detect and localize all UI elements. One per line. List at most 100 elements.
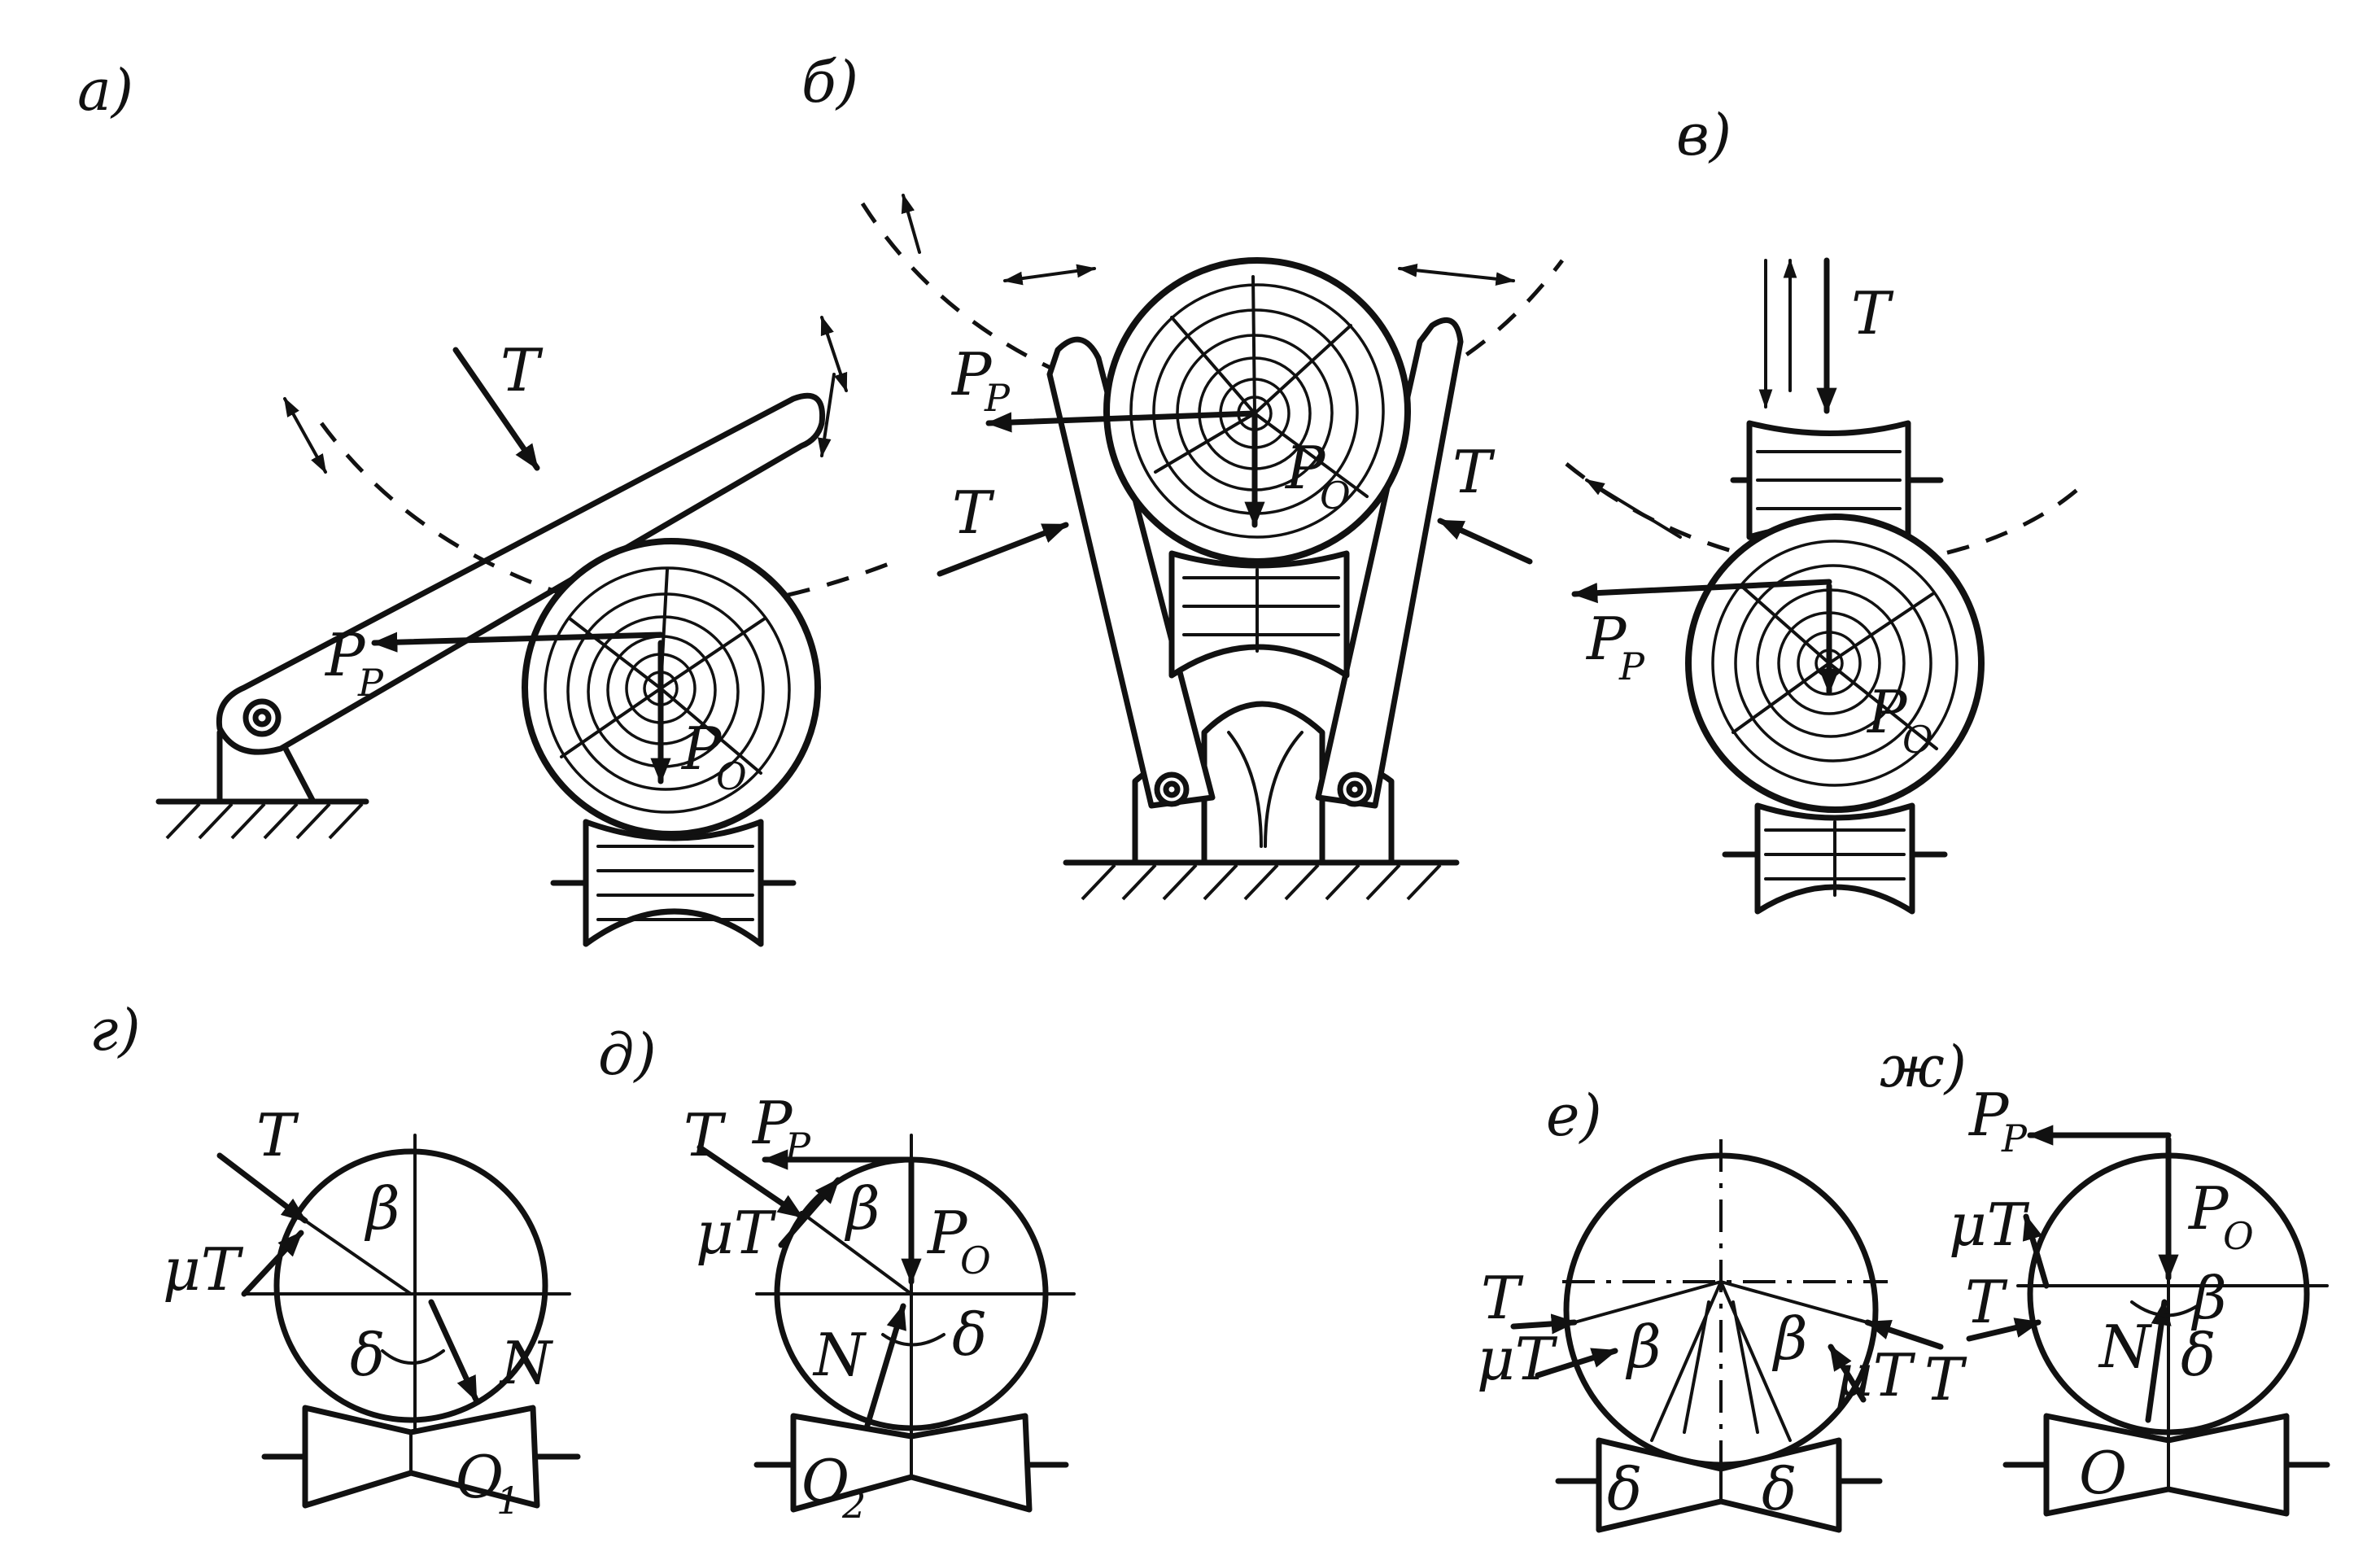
force-Pp-arrow-v [1571, 579, 1832, 604]
ground-hatch-b [1063, 859, 1460, 901]
motion-arrow-left-a [283, 396, 327, 474]
roller-a [550, 819, 797, 947]
panel-a-lever-clamp: а) [77, 57, 896, 947]
force-N-arrow-d [863, 1303, 906, 1431]
label-P0-b: P [1284, 434, 1326, 502]
label-muT-right-e: μT [1835, 1341, 1916, 1409]
panel-label-g: г) [90, 997, 141, 1064]
label-P0-a: P [680, 714, 723, 783]
label-N-d: N [812, 1321, 867, 1389]
force-N-arrow-zh [2145, 1299, 2172, 1423]
log-circle-g [273, 1148, 548, 1423]
label-T-g: T [256, 1101, 299, 1169]
panel-zh-force-scheme: ж) P P P O T μT N β δ O [1880, 1033, 2330, 1517]
label-O1-g: O [456, 1443, 504, 1511]
label-beta-left-e: β [1625, 1313, 1662, 1381]
label-muT-zh: μT [1949, 1191, 2030, 1259]
label-P0-zh: P [2187, 1174, 2229, 1243]
force-T-arrow-left-e [1510, 1313, 1578, 1335]
panel-label-e: е) [1546, 1082, 1602, 1149]
label-Pp-b: P [950, 340, 993, 409]
label-delta-right-e: δ [1762, 1455, 1797, 1523]
label-muT-d: μT [696, 1199, 777, 1267]
label-Pp-v: P [1585, 605, 1627, 673]
force-T-arrow-right-b [1437, 518, 1533, 565]
svg-text:2: 2 [841, 1483, 866, 1527]
force-T-arrow-right-e [1864, 1319, 1944, 1350]
label-beta-g: β [364, 1174, 400, 1243]
force-N-arrow-g [428, 1299, 479, 1403]
force-muT-arrow-left-e [1535, 1348, 1618, 1379]
panel-e-force-scheme: е) T T μT μT β β δ δ [1477, 1082, 1967, 1533]
force-muT-arrow-right-e [1828, 1344, 1867, 1403]
log-a [522, 538, 821, 837]
force-Pp-arrow-b [985, 410, 1258, 433]
label-O2-d: O [801, 1447, 849, 1515]
svg-text:O: O [960, 1239, 991, 1283]
force-T-arrow-left-b [937, 522, 1069, 577]
force-muT-arrow-g [241, 1230, 304, 1297]
swing-arc-b [860, 202, 1564, 426]
label-P0-v: P [1866, 678, 1908, 746]
label-N-zh: N [2098, 1313, 2153, 1381]
log-v [1685, 513, 1985, 813]
motion-arrow-left-b [1002, 264, 1097, 286]
svg-text:O: O [716, 754, 747, 798]
label-beta-d: β [844, 1174, 880, 1243]
svg-text:O: O [1320, 474, 1351, 518]
motion-arrow-right-b [1397, 263, 1516, 286]
svg-text:P: P [2001, 1116, 2028, 1160]
panel-v-top-clamp: в) T [1565, 102, 2081, 915]
force-Pp-arrow-a [371, 631, 664, 653]
ground-hatch-a [155, 798, 369, 840]
label-delta-d: δ [952, 1300, 987, 1369]
label-delta-zh: δ [2181, 1321, 2216, 1389]
bottom-roller-v [1722, 802, 1948, 915]
label-T-zh: T [1965, 1268, 2008, 1336]
panel-label-b: б) [801, 49, 858, 116]
label-T-left-e: T [1481, 1264, 1524, 1332]
roller-b [1168, 550, 1350, 679]
label-Pp-zh: P [1967, 1081, 2010, 1149]
label-delta-g: δ [350, 1321, 385, 1389]
motion-arrow-up-b [901, 193, 921, 254]
label-T-v: T [1851, 279, 1894, 347]
svg-text:1: 1 [496, 1479, 520, 1523]
label-T-a: T [500, 336, 544, 404]
force-T-arrow-g [216, 1152, 308, 1224]
lever-arm-a [216, 392, 826, 755]
label-muT-left-e: μT [1477, 1325, 1558, 1393]
label-Pp-a: P [324, 621, 366, 689]
label-T-right-e: T [1924, 1345, 1967, 1414]
label-beta-zh: β [2190, 1264, 2227, 1332]
label-N-g: N [499, 1329, 554, 1397]
force-muT-arrow-zh [2022, 1213, 2050, 1289]
svg-text:P: P [784, 1125, 811, 1169]
panel-label-d: д) [598, 1021, 657, 1088]
label-beta-right-e: β [1771, 1304, 1808, 1373]
panel-label-zh: ж) [1880, 1033, 1967, 1100]
svg-text:O: O [2223, 1214, 2254, 1258]
label-T-d: T [683, 1101, 727, 1169]
panel-label-v: в) [1676, 102, 1732, 168]
panel-b-v-clamp: б) [801, 49, 1564, 901]
label-Pp-d: P [751, 1089, 793, 1157]
label-P0-d: P [926, 1199, 968, 1267]
label-T-right-b: T [1452, 438, 1496, 506]
center-block-b [1201, 701, 1325, 866]
swing-arc-a [319, 422, 896, 614]
svg-text:P: P [984, 376, 1011, 420]
label-T-left-b: T [952, 478, 995, 547]
svg-text:O: O [1902, 718, 1933, 762]
label-delta-left-e: δ [1607, 1455, 1642, 1523]
label-O-zh: O [2079, 1439, 2127, 1507]
force-muT-arrow-d [778, 1177, 841, 1248]
svg-text:P: P [357, 661, 384, 705]
panel-d-force-scheme: д) T P P P O μT N β δ O 2 [598, 1021, 1076, 1527]
force-T-arrow-zh [1966, 1317, 2042, 1342]
force-T-arrow-a [452, 347, 540, 471]
panel-label-a: а) [77, 57, 133, 124]
motion-arrow-left-v [1584, 478, 1682, 539]
force-T-arrow-d [697, 1144, 805, 1220]
svg-text:P: P [1618, 645, 1645, 688]
